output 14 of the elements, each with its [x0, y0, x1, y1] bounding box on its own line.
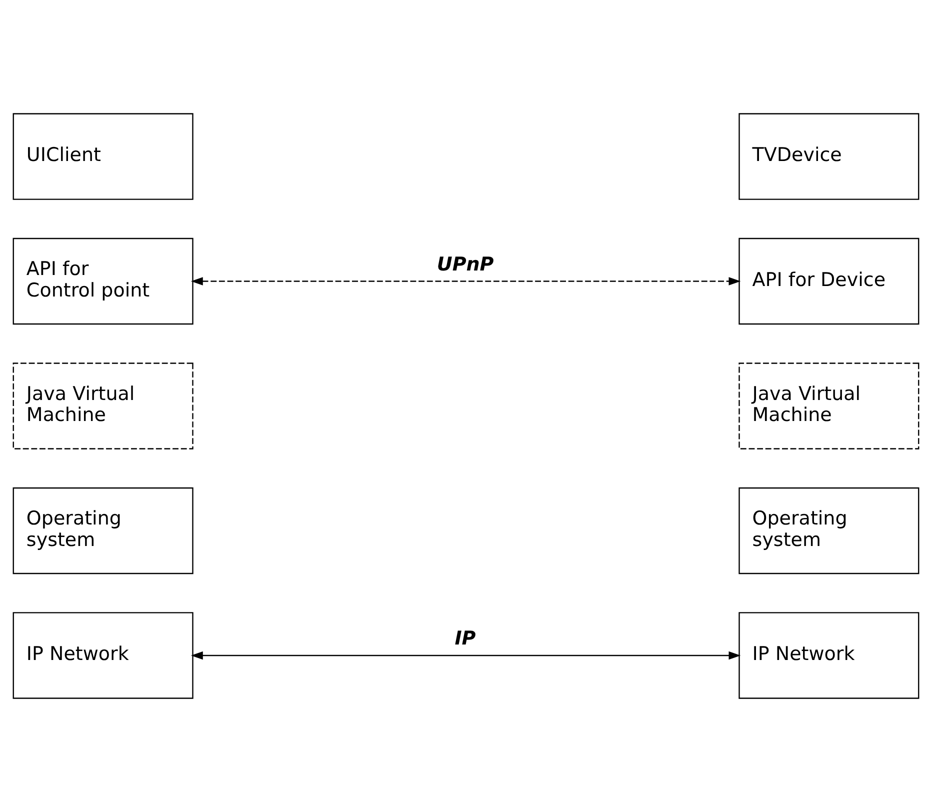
edge-label: UPnP	[436, 252, 494, 275]
node-box: IP Network	[738, 612, 920, 698]
node-box: UIClient	[12, 112, 194, 200]
node-box: API for Control point	[12, 237, 194, 324]
node-box: TVDevice	[738, 112, 920, 200]
node-box: Operating system	[738, 486, 920, 574]
edge-label: IP	[454, 627, 476, 650]
node-box: Java Virtual Machine	[738, 362, 920, 449]
node-box: Java Virtual Machine	[12, 362, 194, 449]
node-box: Operating system	[12, 486, 194, 574]
node-box: API for Device	[738, 237, 920, 324]
arrow	[191, 650, 741, 660]
arrow	[191, 276, 741, 285]
node-box: IP Network	[12, 612, 194, 698]
